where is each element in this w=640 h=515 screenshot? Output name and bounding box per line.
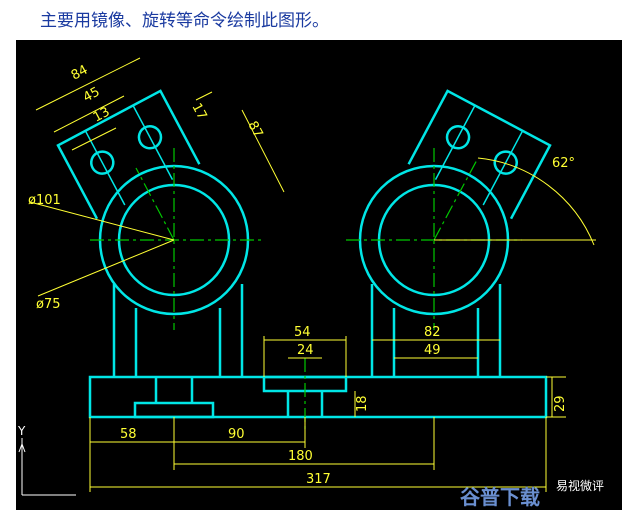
dim-54: 54	[294, 325, 311, 340]
instruction-text: 主要用镜像、旋转等命令绘制此图形。	[40, 11, 329, 31]
dim-58: 58	[120, 427, 137, 442]
left-support-inner	[134, 308, 222, 377]
dim-d75: ø75	[36, 297, 61, 312]
ucs-y-label: Y	[17, 424, 26, 438]
right-clamp	[407, 89, 552, 220]
dim-45: 45	[81, 85, 103, 106]
dim-317: 317	[306, 472, 331, 487]
dim-49: 49	[424, 343, 441, 358]
dimension-lines	[29, 57, 596, 492]
right-support-outer	[370, 284, 502, 377]
right-support-inner	[392, 308, 480, 377]
dim-87: 87	[244, 119, 265, 141]
dim-82: 82	[424, 325, 441, 340]
left-clamp	[56, 89, 201, 220]
center-hole	[286, 391, 324, 417]
foot-slot	[154, 377, 194, 403]
dim-180: 180	[288, 449, 313, 464]
base-plate	[88, 375, 548, 419]
dim-84: 84	[69, 63, 91, 84]
dim-29: 29	[553, 395, 568, 412]
dim-angle-62: 62°	[552, 156, 575, 171]
watermark-site: 谷普下载	[460, 485, 540, 509]
dim-18: 18	[355, 395, 370, 412]
left-support-outer	[112, 284, 244, 377]
dim-17: 17	[188, 101, 209, 123]
base-foot	[133, 401, 215, 419]
dim-90: 90	[228, 427, 245, 442]
cad-drawing: 84 45 13 17 87 ø101 ø75 62° 54 24 82 49 …	[17, 57, 604, 509]
watermark-account: 易视微评	[556, 478, 604, 493]
dim-d101: ø101	[28, 193, 61, 208]
dim-13: 13	[91, 105, 113, 126]
ucs-axis-icon	[18, 438, 76, 496]
cad-drawing-canvas: 84 45 13 17 87 ø101 ø75 62° 54 24 82 49 …	[16, 40, 622, 510]
part-outline	[56, 89, 552, 419]
dim-24: 24	[297, 343, 314, 358]
